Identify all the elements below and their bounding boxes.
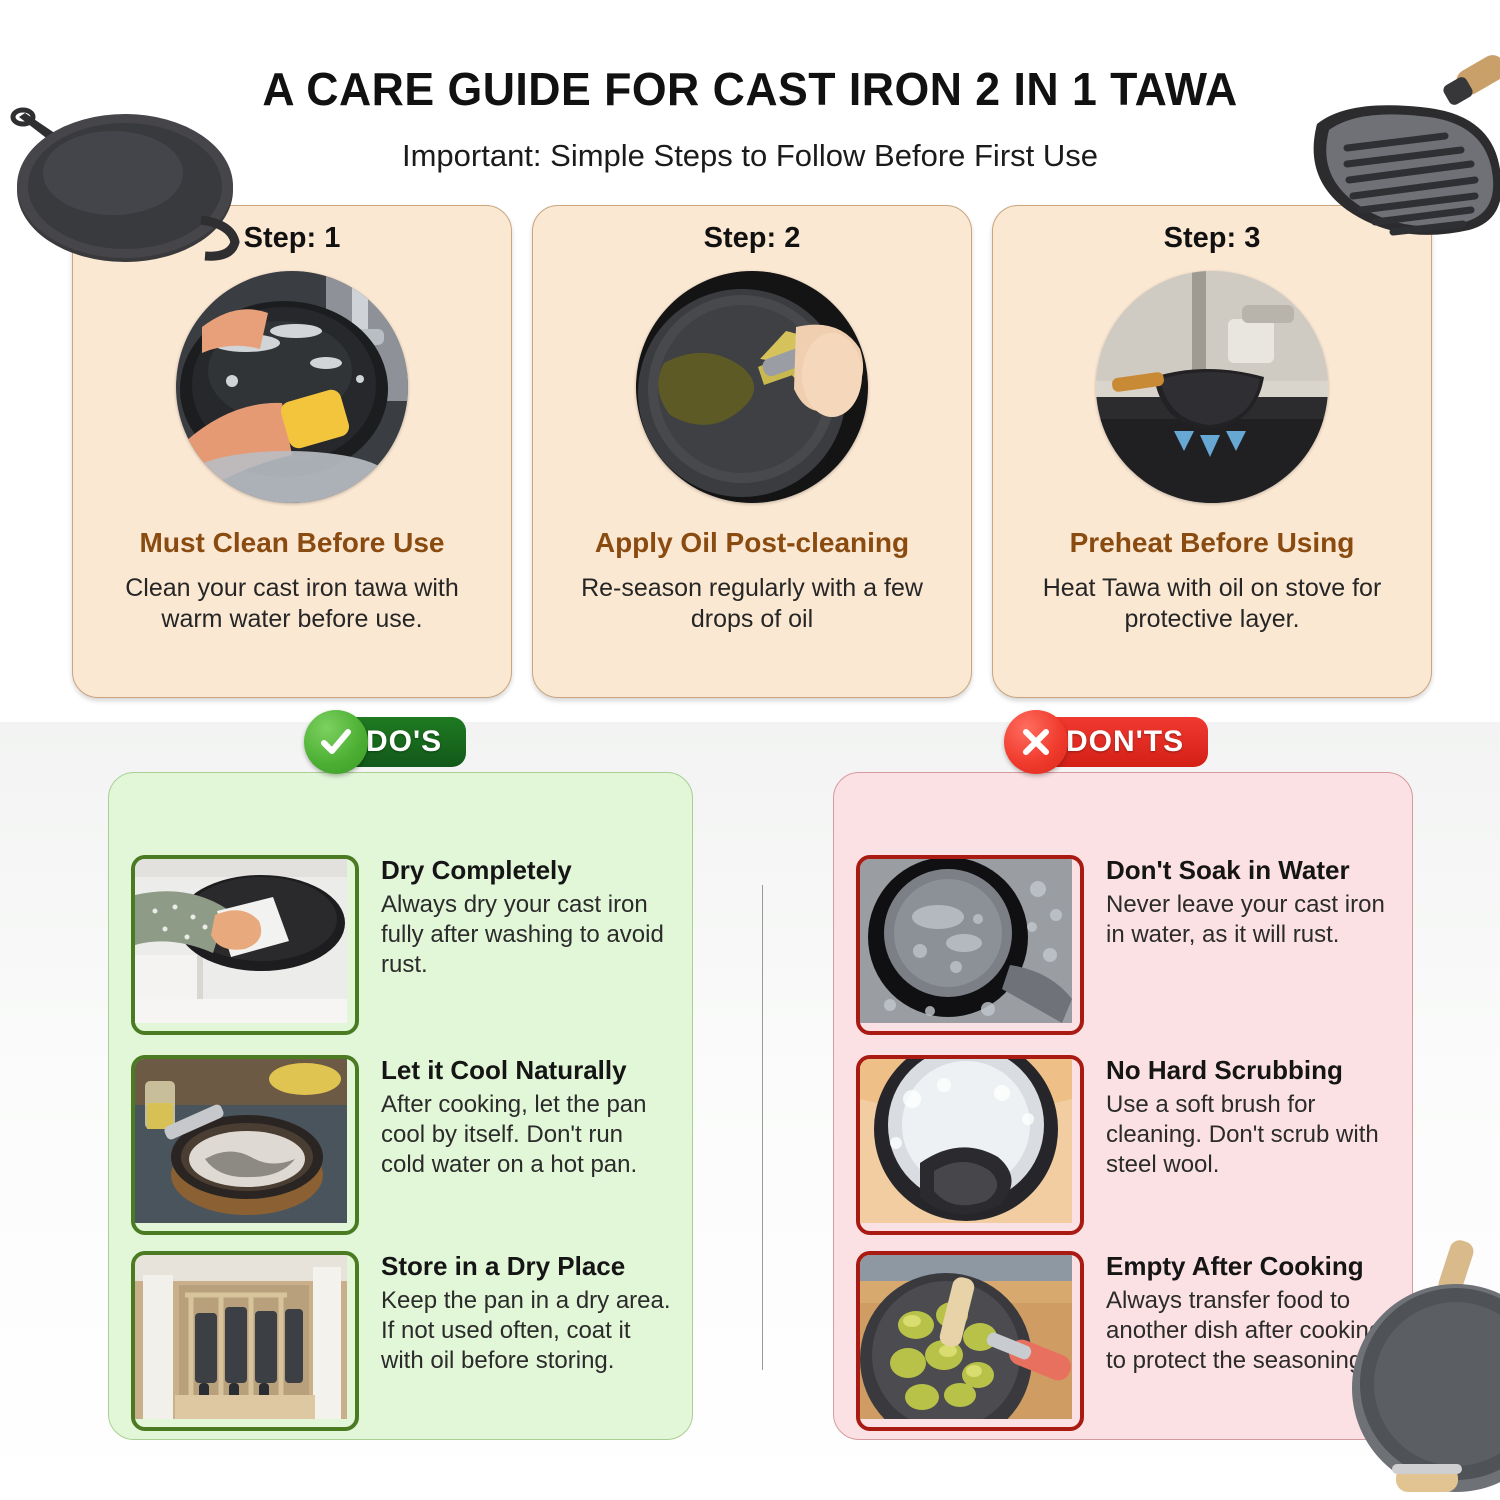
list-item-title: Store in a Dry Place [381, 1251, 626, 1281]
dos-and-donts-section: Dry Completely Always dry your cast iron… [0, 710, 1500, 1452]
step-heading: Must Clean Before Use [139, 527, 445, 558]
step-photo-2 [636, 271, 868, 503]
list-item-body: Always dry your cast iron fully after wa… [381, 891, 664, 978]
step-description: Re-season regularly with a few drops of … [581, 574, 923, 633]
list-item[interactable]: Let it Cool Naturally After cooking, let… [131, 1055, 671, 1235]
section-divider [762, 885, 763, 1370]
list-item[interactable]: No Hard Scrubbing Use a soft brush for c… [856, 1055, 1396, 1235]
donts-text-3: Empty After Cooking Always transfer food… [1106, 1251, 1396, 1376]
page-title: A CARE GUIDE FOR CAST IRON 2 IN 1 TAWA [262, 63, 1238, 115]
dos-thumb-2 [131, 1055, 359, 1235]
list-item-body: Use a soft brush for cleaning. Don't scr… [1106, 1091, 1379, 1178]
dos-text-3: Store in a Dry Place Keep the pan in a d… [381, 1251, 671, 1376]
dos-text-1: Dry Completely Always dry your cast iron… [381, 855, 671, 980]
donts-text-2: No Hard Scrubbing Use a soft brush for c… [1106, 1055, 1396, 1180]
list-item-title: Don't Soak in Water [1106, 855, 1350, 885]
list-item[interactable]: Dry Completely Always dry your cast iron… [131, 855, 671, 1035]
check-icon [304, 710, 368, 774]
list-item-body: Keep the pan in a dry area. If not used … [381, 1287, 671, 1374]
step-photo-3 [1096, 271, 1328, 503]
list-item[interactable]: Store in a Dry Place Keep the pan in a d… [131, 1251, 671, 1431]
step-label: Step: 3 [1163, 222, 1261, 254]
donts-text-1: Don't Soak in Water Never leave your cas… [1106, 855, 1396, 950]
step-heading: Preheat Before Using [1069, 527, 1355, 558]
step-card-1[interactable]: Step: 1 [72, 205, 512, 698]
list-item-title: No Hard Scrubbing [1106, 1055, 1343, 1085]
step-label: Step: 2 [703, 222, 801, 254]
page-subtitle: Important: Simple Steps to Follow Before… [401, 138, 1099, 173]
list-item-title: Dry Completely [381, 855, 572, 885]
dos-badge[interactable]: DO'S [304, 710, 467, 774]
list-item-body: Never leave your cast iron in water, as … [1106, 891, 1385, 948]
dos-text-2: Let it Cool Naturally After cooking, let… [381, 1055, 671, 1180]
header: A CARE GUIDE FOR CAST IRON 2 IN 1 TAWA I… [0, 62, 1500, 174]
step-photo-1 [176, 271, 408, 503]
step-card-2[interactable]: Step: 2 Apply Oil Post-cleaning Re-seaso… [532, 205, 972, 698]
step-heading: Apply Oil Post-cleaning [594, 527, 910, 558]
donts-panel: Don't Soak in Water Never leave your cas… [833, 772, 1413, 1440]
step-label: Step: 1 [243, 222, 341, 254]
list-item[interactable]: Don't Soak in Water Never leave your cas… [856, 855, 1396, 1035]
steps-row: Step: 1 [72, 205, 1432, 700]
dos-panel: Dry Completely Always dry your cast iron… [108, 772, 693, 1440]
dos-thumb-1 [131, 855, 359, 1035]
list-item-title: Empty After Cooking [1106, 1251, 1364, 1281]
dos-thumb-3 [131, 1251, 359, 1431]
donts-thumb-1 [856, 855, 1084, 1035]
list-item[interactable]: Empty After Cooking Always transfer food… [856, 1251, 1396, 1431]
list-item-body: After cooking, let the pan cool by itsel… [381, 1091, 647, 1178]
step-description: Heat Tawa with oil on stove for protecti… [1042, 574, 1382, 633]
donts-badge[interactable]: DON'TS [1004, 710, 1209, 774]
donts-thumb-2 [856, 1055, 1084, 1235]
donts-thumb-3 [856, 1251, 1084, 1431]
list-item-body: Always transfer food to another dish aft… [1106, 1287, 1383, 1374]
step-card-3[interactable]: Step: 3 [992, 205, 1432, 698]
step-description: Clean your cast iron tawa with warm wate… [125, 574, 459, 633]
cross-icon [1004, 710, 1068, 774]
list-item-title: Let it Cool Naturally [381, 1055, 627, 1085]
